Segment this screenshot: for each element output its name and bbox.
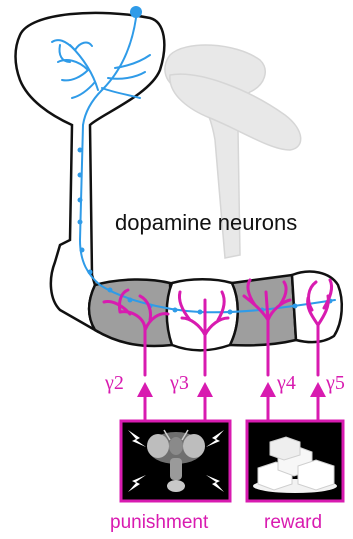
reward-label: reward: [264, 512, 322, 533]
punishment-box: [121, 421, 230, 501]
gamma3-compartment: [167, 279, 238, 350]
gamma5-label: γ5: [325, 372, 345, 394]
gamma4-label: γ4: [276, 372, 296, 394]
gamma2-label: γ2: [104, 372, 124, 394]
neuron-soma: [130, 6, 142, 18]
input-arrows: [137, 382, 326, 420]
dopamine-neurons-label: dopamine neurons: [115, 210, 297, 235]
gamma3-label: γ3: [169, 372, 189, 394]
reward-box: [247, 421, 343, 501]
punishment-label: punishment: [110, 512, 209, 533]
